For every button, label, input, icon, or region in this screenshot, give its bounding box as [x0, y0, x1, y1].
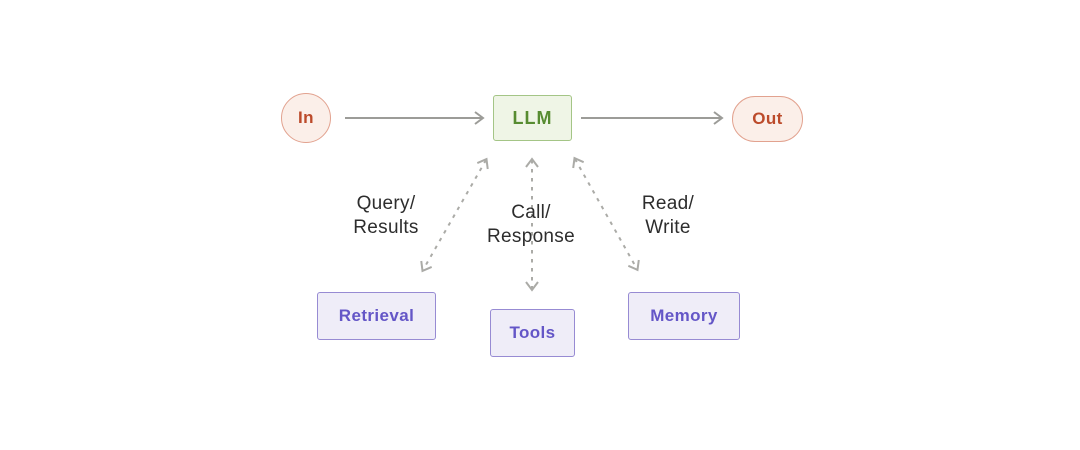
node-memory-label: Memory — [650, 306, 718, 325]
node-tools: Tools — [490, 309, 575, 357]
arrow-llm-memory — [572, 156, 640, 272]
node-in: In — [281, 93, 331, 143]
edge-label-query-line1: Query/ — [356, 193, 416, 214]
edge-label-call-line2: Response — [487, 226, 575, 247]
node-llm: LLM — [493, 95, 572, 141]
node-in-label: In — [298, 108, 314, 127]
node-out-label: Out — [752, 109, 783, 128]
node-retrieval-label: Retrieval — [338, 306, 415, 325]
node-retrieval: Retrieval — [317, 292, 436, 340]
edge-label-call-response: Call/ Response — [466, 201, 596, 249]
edge-label-query-line2: Results — [353, 217, 419, 238]
node-llm-label: LLM — [512, 107, 553, 128]
edge-label-read-line1: Read/ — [641, 193, 695, 214]
arrow-llm-retrieval — [420, 157, 489, 273]
edge-label-call-line1: Call/ — [511, 202, 551, 223]
edge-label-read-line2: Write — [645, 217, 691, 238]
node-tools-label: Tools — [509, 323, 556, 342]
node-out: Out — [732, 96, 803, 142]
edge-label-read-write: Read/ Write — [603, 192, 733, 240]
node-memory: Memory — [628, 292, 740, 340]
edge-label-query-results: Query/ Results — [321, 192, 451, 240]
